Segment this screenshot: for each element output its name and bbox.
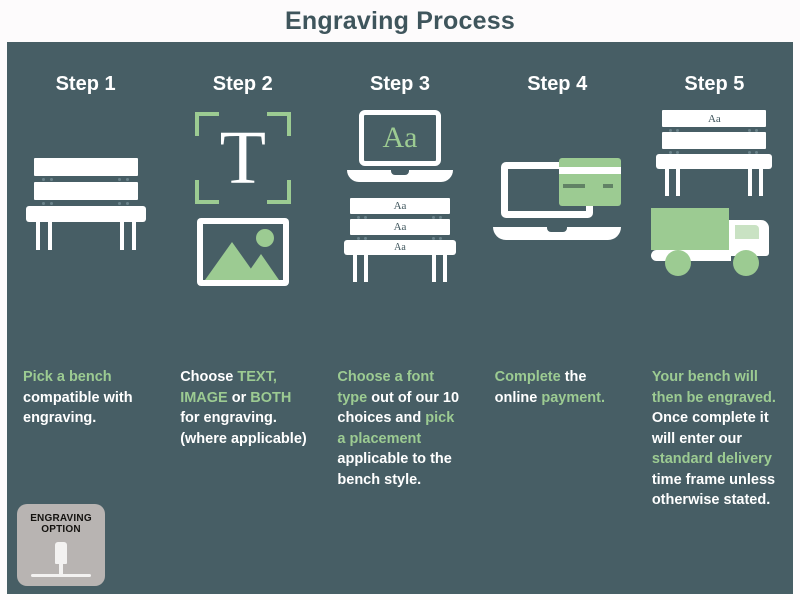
desc-3-part-4: applicable to the bench style. [337,451,452,488]
engraving-tool-icon [55,542,67,564]
step-art-1 [7,108,164,358]
step-column-1: Step 1 [7,42,164,594]
step-description-2: Choose TEXT, IMAGE or BOTH for engraving… [164,367,321,449]
desc-3-part-3: pick a placement [337,410,455,447]
step-description-1: Pick a bench compatible with engraving. [7,367,164,429]
step-description-5: Your bench will then be engraved. Once c… [636,367,793,511]
text-selection-icon: T [194,112,291,204]
step-art-3: Aa Aa Aa Aa [321,108,478,358]
engraving-option-badge[interactable]: ENGRAVING OPTION [17,504,105,586]
step-column-4: Step 4 Complete the online paym [479,42,636,594]
credit-card-icon [559,158,622,206]
badge-label-line2: OPTION [41,524,81,536]
desc-2-part-4: BOTH [250,389,292,406]
desc-4-part-2: the online [494,369,587,406]
desc-5-part-3: standard delivery [651,451,772,468]
step-column-5: Step 5 Aa [636,42,793,594]
delivery-truck-icon [651,206,777,278]
desc-3-part-2: out of our 10 choices and [337,389,460,427]
desc-1-part-2: compatible with engraving. [23,389,133,427]
desc-5-part-2: Once complete it will enter our [651,410,769,447]
letter-t-glyph: T [219,116,267,200]
step-column-2: Step 2 T C [164,42,321,594]
laptop-payment-icon [493,158,622,244]
step-heading-5: Step 5 [684,73,745,95]
step-heading-3: Step 3 [369,73,431,95]
steps-panel: Step 1 [7,42,793,594]
step-column-3: Step 3 Aa Aa Aa Aa [321,42,478,594]
step-description-3: Choose a font type out of our 10 choices… [321,367,478,490]
placement-slat-top: Aa [350,198,450,214]
desc-2-part-5: for engraving. (where applicable) [180,410,307,447]
desc-4-part-3: payment. [541,389,606,406]
desc-1-part-1: Pick a bench [23,369,112,385]
step-description-4: Complete the online payment. [479,367,636,408]
desc-5-part-4: time frame unless otherwise stated. [651,471,776,509]
placement-slat-seat: Aa [344,240,456,255]
bench-icon [25,158,146,250]
engraving-surface-line [31,574,91,577]
engraving-tool-tip-icon [59,563,63,574]
step-art-5: Aa [636,108,793,358]
badge-label-line1: ENGRAVING [30,513,92,524]
desc-2-part-1: Choose [180,369,238,385]
desc-2-part-2: TEXT, IMAGE [180,369,277,406]
desc-4-part-1: Complete [494,369,565,385]
step-heading-4: Step 4 [527,73,588,95]
font-sample-label: Aa [382,121,418,154]
page-title: Engraving Process [285,6,515,35]
bench-placement-icon: Aa Aa Aa [344,198,456,282]
image-icon [196,218,289,286]
desc-3-part-1: Choose a font type [337,369,435,406]
laptop-font-icon: Aa [347,110,453,188]
placement-slat-mid: Aa [350,219,450,235]
desc-5-part-1: Your bench will then be engraved. [651,369,776,406]
step-heading-2: Step 2 [212,73,273,95]
engraved-bench-icon: Aa [656,110,773,196]
step-art-2: T [164,108,321,358]
engraved-slat-top: Aa [662,110,767,127]
step-heading-1: Step 1 [55,73,116,95]
desc-2-part-3: or [231,389,251,406]
steps-row: Step 1 [7,42,793,594]
step-art-4 [479,108,636,358]
